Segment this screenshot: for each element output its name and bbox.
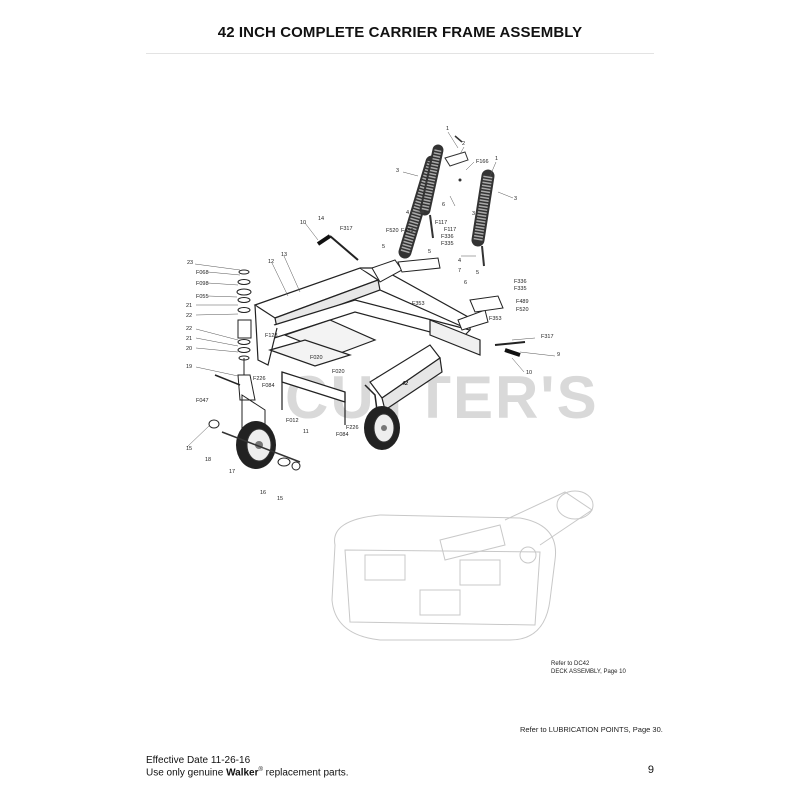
callout: 6 (464, 280, 467, 286)
callout: F117 (435, 220, 447, 226)
brand-name: Walker (226, 767, 259, 779)
callout: 13 (281, 252, 287, 258)
callout: 15 (277, 496, 283, 502)
grip-handle-right (504, 348, 521, 357)
callout: 19 (186, 364, 192, 370)
caster-wheel-left (221, 421, 301, 469)
callout: 4 (458, 258, 461, 264)
callout: F020 (310, 355, 323, 361)
callout: 9 (557, 352, 560, 358)
callout: F353 (412, 301, 425, 307)
spring-middle (419, 144, 444, 216)
leader-lines (186, 131, 556, 448)
callout: 4 (406, 210, 409, 216)
spacer-left (208, 419, 220, 429)
callout: 22 (186, 326, 192, 332)
genuine-suffix: replacement parts. (262, 767, 349, 779)
callout: F489 (401, 228, 414, 234)
callout: F068 (196, 270, 209, 276)
pin-left (329, 235, 359, 261)
callout: F317 (340, 226, 353, 232)
lubrication-note: Refer to LUBRICATION POINTS, Page 30. (520, 725, 663, 734)
genuine-parts-notice: Use only genuine Walker® replacement par… (146, 767, 349, 778)
pin-right (494, 341, 526, 346)
callout: F098 (196, 281, 209, 287)
callout: 23 (187, 260, 193, 266)
callout: F336 (514, 279, 527, 285)
callout: F520 (516, 307, 529, 313)
callout: F335 (441, 241, 454, 247)
callout: F020 (332, 369, 345, 375)
callout: F226 (346, 425, 359, 431)
callout: 6 (442, 202, 445, 208)
callout: F084 (336, 432, 349, 438)
lift-arm (397, 257, 441, 273)
callout: 11 (303, 429, 309, 435)
callout: 17 (229, 469, 235, 475)
grip-handle-left (316, 234, 332, 246)
callout-labels: 1 2 F166 1 3 3 6 4 F117 F117 3 F336 F335… (186, 126, 560, 502)
callout: 21 (186, 336, 192, 342)
callout: 7 (458, 268, 461, 274)
callout: F489 (516, 299, 529, 305)
callout: 3 (472, 211, 475, 217)
callout: F117 (444, 227, 456, 233)
callout: 1 (495, 156, 498, 162)
callout: F317 (541, 334, 554, 340)
callout: 3 (514, 196, 517, 202)
callout: 20 (186, 346, 192, 352)
callout: 5 (476, 270, 479, 276)
callout: 2 (462, 141, 465, 147)
deck-note-line2: DECK ASSEMBLY, Page 10 (551, 669, 626, 675)
callout: F084 (262, 383, 275, 389)
caster-wheel-right (364, 384, 400, 450)
callout: 16 (260, 490, 266, 496)
callout: F353 (489, 316, 502, 322)
effective-date: Effective Date 11-26-16 (146, 755, 251, 766)
callout: 15 (186, 446, 192, 452)
callout: F012 (286, 418, 299, 424)
callout: F335 (514, 286, 527, 292)
page-number: 9 (647, 764, 654, 776)
caster-spindle-stack (214, 269, 256, 401)
spring-bracket (444, 151, 469, 167)
pivot-bracket-right (457, 309, 489, 331)
bushing (277, 457, 291, 467)
deck-illustration (331, 490, 594, 641)
spring-clip (454, 135, 463, 143)
bolt-right (481, 245, 485, 267)
spacer-right (291, 461, 301, 471)
callout: 1 (446, 126, 449, 132)
registered-mark: ® (258, 767, 263, 773)
callout: 22 (186, 313, 192, 319)
title-divider (146, 53, 654, 54)
carrier-frame (253, 267, 481, 425)
callout: F055 (196, 294, 209, 300)
callout: 14 (318, 216, 324, 222)
spring-right (471, 169, 495, 247)
callout: F123 (265, 333, 278, 339)
callout: 12 (268, 259, 274, 265)
callout: 18 (205, 457, 211, 463)
genuine-prefix: Use only genuine (146, 767, 227, 779)
callout: F336 (441, 234, 454, 240)
callout: 3 (396, 168, 399, 174)
callout: F520 (386, 228, 399, 234)
deck-note-line1: Refer to DC42 (551, 661, 590, 667)
page-title: 42 INCH COMPLETE CARRIER FRAME ASSEMBLY (217, 24, 583, 41)
bolt-left (429, 214, 434, 239)
callout: 5 (428, 249, 431, 255)
callout: 5 (382, 244, 385, 250)
callout: 21 (186, 303, 192, 309)
callout: F166 (476, 159, 489, 165)
callout: F047 (196, 398, 209, 404)
deck-reference-note: Refer to DC42 DECK ASSEMBLY, Page 10 (551, 660, 626, 676)
callout: F226 (253, 376, 266, 382)
callout: 10 (300, 220, 306, 226)
fastener-dot (458, 178, 462, 182)
callout: 10 (526, 370, 532, 376)
frame-size-label: 42 (401, 381, 408, 387)
lift-arm-right (469, 295, 504, 313)
